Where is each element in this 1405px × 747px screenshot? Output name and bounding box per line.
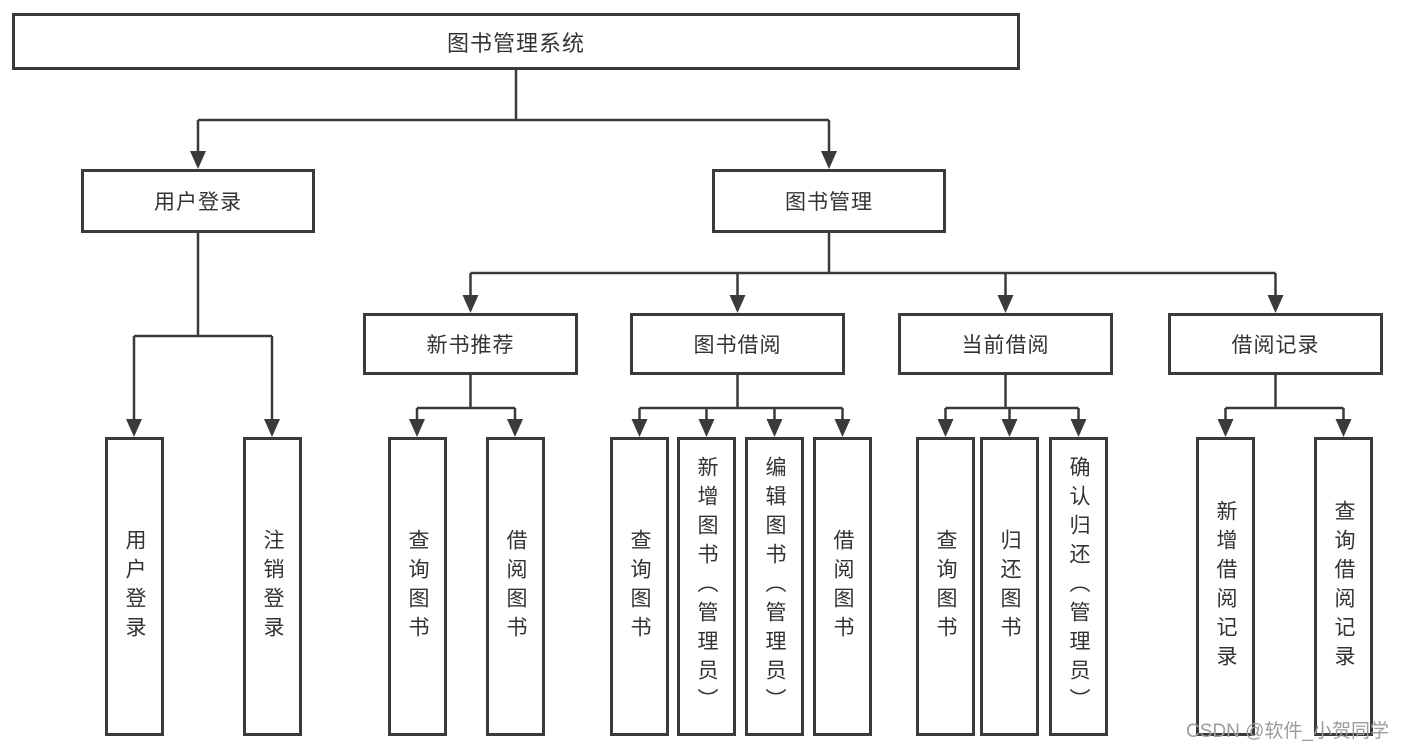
node-current-borrow-label: 当前借阅 <box>961 334 1050 357</box>
csdn-watermark: CSDN @软件_小贺同学 <box>1186 721 1389 742</box>
node-leaf-add-book-admin: 新增图书（管理员） <box>677 437 736 736</box>
node-leaf-edit-book-admin: 编辑图书（管理员） <box>745 437 804 736</box>
node-leaf-user-login-label: 用户登录 <box>123 528 146 645</box>
node-leaf-add-borrow-record-label: 新增借阅记录 <box>1214 499 1237 674</box>
node-current-borrow: 当前借阅 <box>898 313 1113 375</box>
node-leaf-logout: 注销登录 <box>243 437 302 736</box>
node-library-system: 图书管理系统 <box>12 13 1020 70</box>
node-leaf-logout-label: 注销登录 <box>261 528 284 645</box>
connector-current-borrow-branch <box>937 375 1087 437</box>
node-leaf-query-books-current-label: 查询图书 <box>934 528 957 645</box>
node-leaf-borrow-books-recommend-label: 借阅图书 <box>504 528 527 645</box>
node-leaf-query-borrow-record: 查询借阅记录 <box>1314 437 1373 736</box>
node-leaf-query-books-recommend: 查询图书 <box>388 437 447 736</box>
connector-book-borrow-branch <box>631 375 851 437</box>
node-borrow-records-label: 借阅记录 <box>1231 334 1320 357</box>
node-leaf-borrow-books-label: 借阅图书 <box>831 528 854 645</box>
node-leaf-edit-book-admin-label: 编辑图书（管理员） <box>763 456 786 717</box>
node-leaf-query-books-recommend-label: 查询图书 <box>406 528 429 645</box>
node-library-system-label: 图书管理系统 <box>446 30 585 56</box>
node-leaf-confirm-return-admin: 确认归还（管理员） <box>1049 437 1108 736</box>
node-leaf-return-books: 归还图书 <box>980 437 1039 736</box>
node-leaf-borrow-books: 借阅图书 <box>813 437 872 736</box>
node-leaf-confirm-return-admin-label: 确认归还（管理员） <box>1067 456 1090 717</box>
node-leaf-query-borrow-record-label: 查询借阅记录 <box>1332 499 1355 674</box>
node-user-login: 用户登录 <box>81 169 315 233</box>
connector-book-management-branch <box>462 233 1284 313</box>
node-leaf-borrow-books-recommend: 借阅图书 <box>486 437 545 736</box>
node-new-book-recommend-label: 新书推荐 <box>426 334 515 357</box>
node-leaf-add-borrow-record: 新增借阅记录 <box>1196 437 1255 736</box>
node-leaf-add-book-admin-label: 新增图书（管理员） <box>695 456 718 717</box>
node-leaf-return-books-label: 归还图书 <box>998 528 1021 645</box>
node-leaf-query-books-borrow-label: 查询图书 <box>628 528 651 645</box>
node-book-management-label: 图书管理 <box>785 191 873 214</box>
connector-new-book-recommend-branch <box>409 375 523 437</box>
node-leaf-user-login: 用户登录 <box>105 437 164 736</box>
node-borrow-records: 借阅记录 <box>1168 313 1383 375</box>
connector-borrow-records-branch <box>1217 375 1352 437</box>
node-user-login-label: 用户登录 <box>154 191 242 214</box>
connector-user-login-branch <box>126 233 280 437</box>
node-book-borrow: 图书借阅 <box>630 313 845 375</box>
node-leaf-query-books-current: 查询图书 <box>916 437 975 736</box>
node-book-management: 图书管理 <box>712 169 946 233</box>
node-new-book-recommend: 新书推荐 <box>363 313 578 375</box>
connector-root-to-level2 <box>190 70 837 169</box>
node-leaf-query-books-borrow: 查询图书 <box>610 437 669 736</box>
node-book-borrow-label: 图书借阅 <box>693 334 782 357</box>
